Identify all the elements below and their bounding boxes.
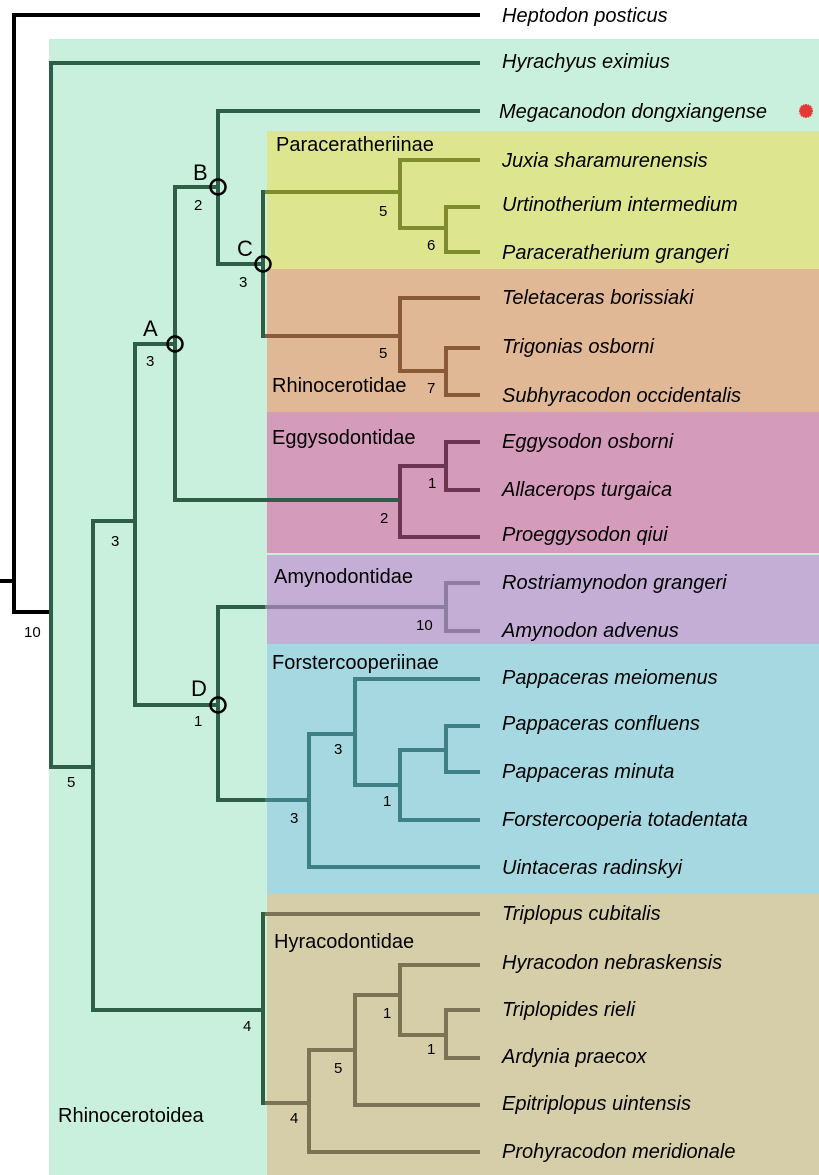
taxon-label: Subhyracodon occidentalis (502, 385, 741, 407)
forstercooperiinae-branches (265, 677, 480, 869)
taxon-label: Amynodon advenus (501, 620, 679, 642)
eggysodontidae-branches (398, 440, 480, 539)
node-d-circle (209, 696, 227, 714)
taxon-label: Uintaceras radinskyi (502, 857, 683, 879)
taxon-label: Teletaceras borissiaki (502, 287, 694, 309)
clade-label-paraceratheriinae: Paraceratheriinae (276, 134, 434, 156)
support-value: 5 (334, 1060, 342, 1077)
node-letter-b: B (193, 160, 208, 185)
clade-label-hyracodontidae: Hyracodontidae (274, 931, 414, 953)
support-value: 1 (383, 793, 391, 810)
clade-label-rhinocerotidae: Rhinocerotidae (272, 375, 407, 397)
amynodontidae-branches (265, 581, 480, 633)
taxon-label: Pappaceras confluens (502, 713, 700, 735)
taxon-label: Ardynia praecox (501, 1046, 648, 1068)
hyracodontidae-branches (265, 912, 480, 1154)
support-value: 5 (379, 203, 387, 220)
rhinocerotidae-branches (265, 296, 480, 397)
taxon-label: Pappaceras minuta (502, 761, 674, 783)
taxon-label: Forstercooperia totadentata (502, 809, 748, 831)
taxon-label: Eggysodon osborni (502, 431, 674, 453)
node-letter-c: C (237, 236, 253, 261)
amynodontidae-box (267, 555, 819, 644)
support-value: 3 (290, 810, 298, 827)
forstercooperiinae-box (267, 644, 819, 894)
taxon-label: Hyrachyus eximius (502, 51, 670, 73)
support-values: 10 5 3 3 2 3 5 6 5 7 2 1 10 1 3 3 1 4 4 … (24, 197, 436, 1127)
node-b-circle (209, 178, 227, 196)
main-branches (49, 61, 480, 1105)
taxon-label: Triplopides rieli (502, 999, 636, 1021)
taxon-label: Proeggysodon qiui (502, 524, 668, 546)
clade-label-forstercooperiinae: Forstercooperiinae (272, 652, 439, 674)
taxon-label: Paraceratherium grangeri (502, 242, 729, 264)
taxon-labels: Heptodon posticus Hyrachyus eximius Mega… (499, 5, 767, 1163)
support-value: 2 (194, 197, 202, 214)
paraceratheriinae-box (267, 131, 819, 269)
taxon-label: Triplopus cubitalis (502, 903, 661, 925)
clade-label-rhinocerotoidea: Rhinocerotoidea (58, 1105, 205, 1127)
taxon-label: Trigonias osborni (502, 336, 654, 358)
support-value: 10 (416, 617, 433, 634)
node-letter-d: D (191, 676, 207, 701)
hyracodontidae-box (267, 894, 819, 1175)
clade-label-eggysodontidae: Eggysodontidae (272, 427, 415, 449)
taxon-label: Heptodon posticus (502, 5, 668, 27)
support-value: 10 (24, 624, 41, 641)
outgroup-branches (0, 13, 480, 614)
support-value: 4 (290, 1110, 298, 1127)
support-value: 5 (379, 345, 387, 362)
eggysodontidae-box (267, 412, 819, 553)
taxon-label: Hyracodon nebraskensis (502, 952, 722, 974)
support-value: 3 (111, 533, 119, 550)
support-value: 3 (334, 741, 342, 758)
taxon-label: Prohyracodon meridionale (502, 1141, 735, 1163)
support-value: 2 (380, 510, 388, 527)
support-value: 1 (427, 1041, 435, 1058)
taxon-label: Megacanodon dongxiangense (499, 101, 767, 123)
taxon-label: Epitriplopus uintensis (502, 1093, 691, 1115)
node-c-circle (254, 255, 272, 273)
paraceratheriinae-branches (265, 158, 480, 254)
support-value: 3 (239, 274, 247, 291)
support-value: 4 (243, 1018, 251, 1035)
support-value: 7 (427, 380, 435, 397)
node-a-circle (166, 335, 184, 353)
node-letter-a: A (143, 316, 158, 341)
support-value: 6 (427, 237, 435, 254)
rhinocerotidae-box (267, 269, 819, 412)
taxon-label: Allacerops turgaica (501, 479, 672, 501)
clade-label-amynodontidae: Amynodontidae (274, 566, 413, 588)
taxon-label: Juxia sharamurenensis (501, 150, 708, 172)
support-value: 1 (383, 1005, 391, 1022)
taxon-label: Rostriamynodon grangeri (502, 572, 727, 594)
support-value: 5 (67, 774, 75, 791)
taxon-label: Pappaceras meiomenus (502, 667, 718, 689)
support-value: 3 (146, 353, 154, 370)
asterisk-icon (798, 103, 814, 119)
support-value: 1 (428, 475, 436, 492)
taxon-label: Urtinotherium intermedium (502, 194, 738, 216)
support-value: 1 (194, 713, 202, 730)
